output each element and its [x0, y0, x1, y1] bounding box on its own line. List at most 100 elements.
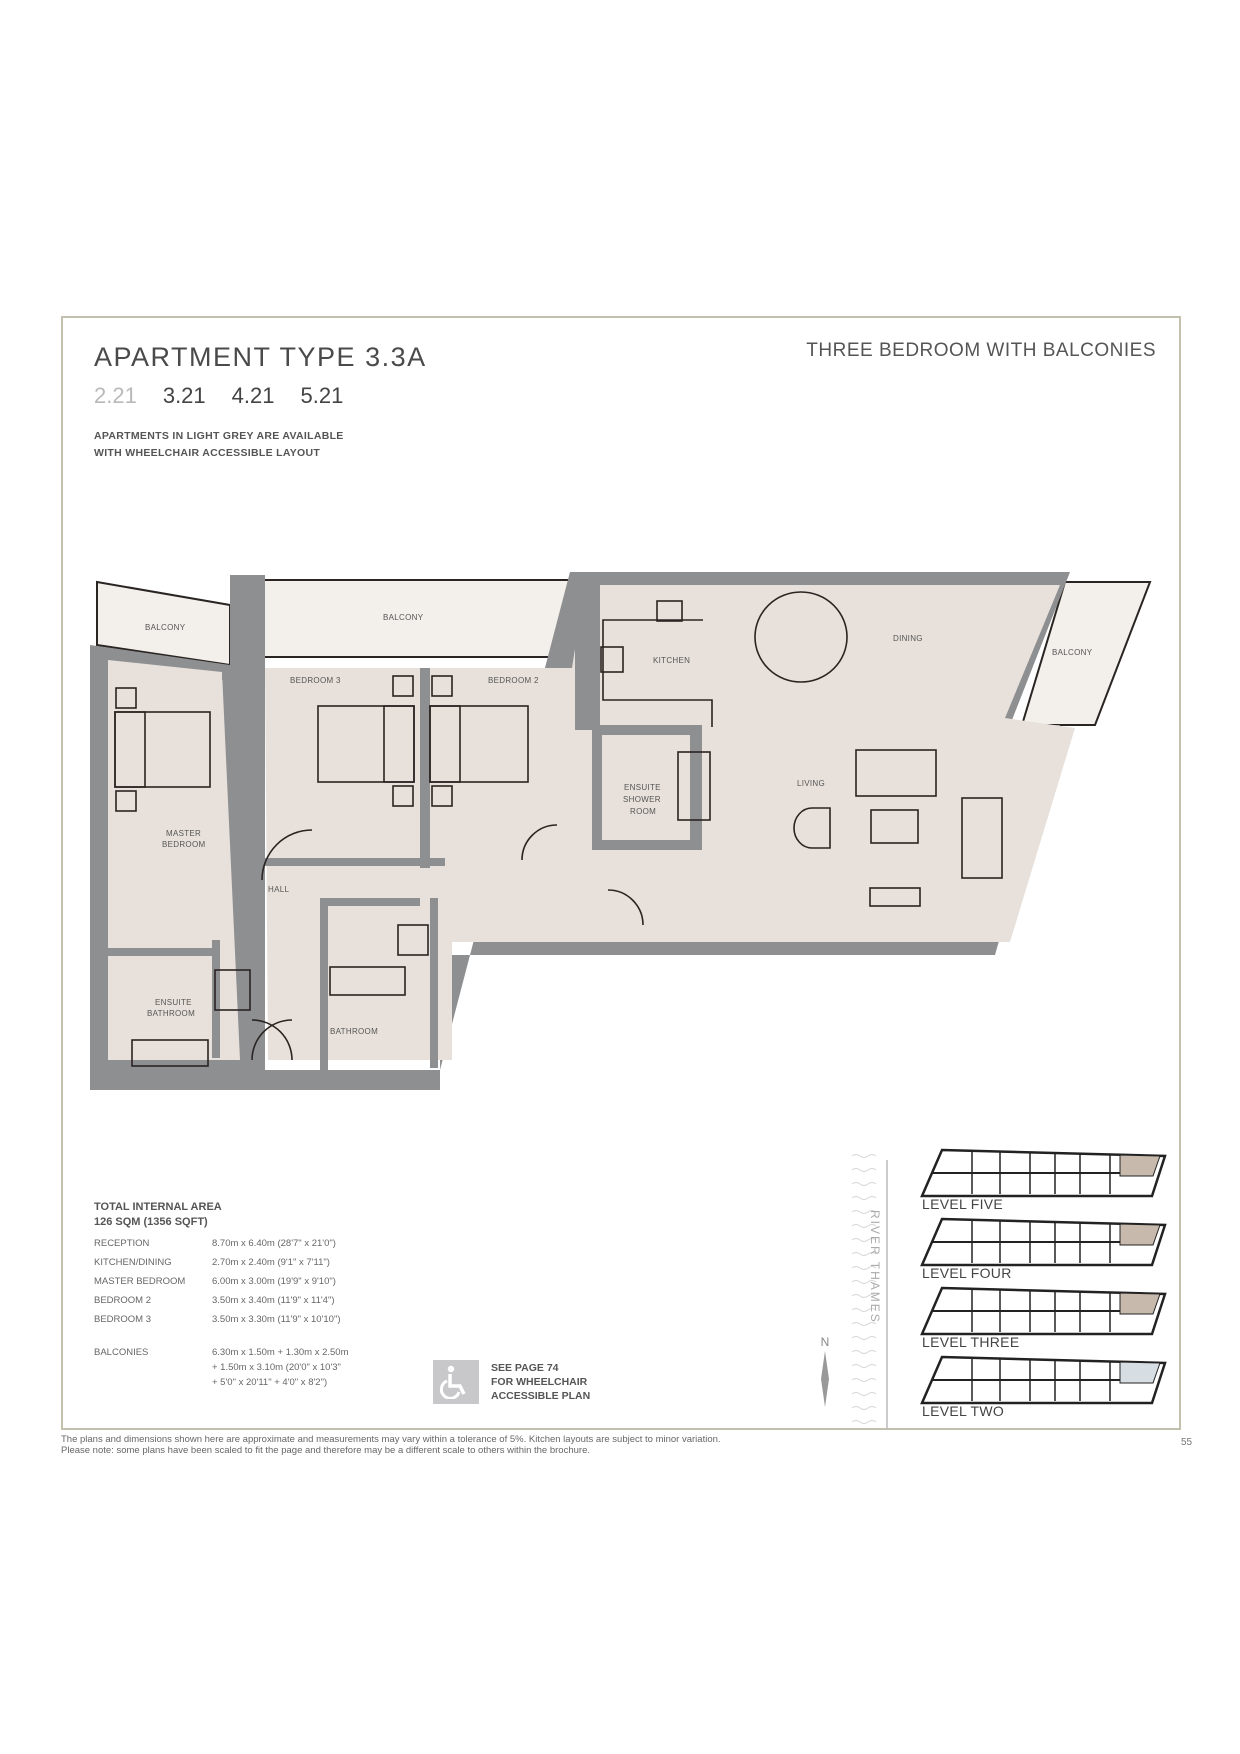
note-line: WITH WHEELCHAIR ACCESSIBLE LAYOUT: [94, 447, 321, 459]
north-arrow-icon: [821, 1351, 829, 1407]
room-labels: BALCONY BALCONY BALCONY BEDROOM 3 BEDROO…: [145, 613, 1092, 1036]
table-row-balconies: BALCONIES 6.30m x 1.50m + 1.30m x 2.50m …: [94, 1329, 349, 1392]
nightstand: [115, 790, 137, 812]
keyplan-level-five: [920, 1148, 1167, 1198]
table-row: KITCHEN/DINING 2.70m x 2.40m (9'1" x 7'11…: [94, 1253, 349, 1272]
room-name: RECEPTION: [94, 1238, 150, 1249]
label-ensuite-bath-2: BATHROOM: [147, 1009, 195, 1018]
disclaimer-line: Please note: some plans have been scaled…: [61, 1445, 590, 1456]
balcony-dims-line: 6.30m x 1.50m + 1.30m x 2.50m: [212, 1347, 349, 1358]
apartment-subtitle: THREE BEDROOM WITH BALCONIES: [806, 340, 1156, 361]
master-pillows: [114, 711, 146, 788]
kitchen-sink: [656, 600, 683, 622]
river-label: RIVER THAMES: [868, 1210, 882, 1324]
balconies: [96, 579, 1152, 726]
wheelchair-plan-link: SEE PAGE 74 FOR WHEELCHAIR ACCESSIBLE PL…: [433, 1360, 590, 1404]
room-name: KITCHEN/DINING: [94, 1257, 172, 1268]
label-balcony-left: BALCONY: [145, 623, 186, 632]
disclaimer-line: The plans and dimensions shown here are …: [61, 1434, 721, 1445]
level-label: LEVEL THREE: [922, 1334, 1020, 1350]
keyplan-level-three: [920, 1286, 1167, 1336]
wheelchair-text: SEE PAGE 74 FOR WHEELCHAIR ACCESSIBLE PL…: [491, 1361, 590, 1403]
label-ensuite-shower-3: ROOM: [630, 807, 656, 816]
label-bedroom-3: BEDROOM 3: [290, 676, 341, 685]
area-heading: TOTAL INTERNAL AREA: [94, 1201, 222, 1213]
sofa: [855, 749, 937, 797]
area-schedule: TOTAL INTERNAL AREA 126 SQM (1356 SQFT) …: [94, 1200, 349, 1392]
nightstand: [431, 675, 453, 697]
balcony-dims-line: + 1.50m x 3.10m (20'0" x 10'3": [212, 1362, 341, 1373]
room-dims: 8.70m x 6.40m (28'7" x 21'0"): [212, 1238, 336, 1249]
label-master-2: BEDROOM: [162, 840, 205, 849]
interior-walls: [108, 585, 702, 1073]
door-arc: [521, 824, 558, 861]
label-master-1: MASTER: [166, 829, 201, 838]
ensuite-bath: [131, 1039, 209, 1067]
floor-plan: BALCONY BALCONY BALCONY BEDROOM 3 BEDROO…: [90, 572, 1152, 1090]
kitchen-hob: [600, 646, 624, 673]
compass-n: N: [820, 1335, 830, 1349]
room-dims: 2.70m x 2.40m (9'1" x 7'11"): [212, 1257, 330, 1268]
unit-3-21: 3.21: [162, 383, 206, 408]
wheelchair-note: APARTMENTS IN LIGHT GREY ARE AVAILABLE W…: [94, 428, 344, 462]
balcony-top-shape: [261, 579, 573, 658]
coffee-table: [870, 809, 919, 844]
label-kitchen: KITCHEN: [653, 656, 690, 665]
bathroom-bath: [329, 966, 406, 996]
disclaimer: The plans and dimensions shown here are …: [61, 1434, 721, 1456]
tv-unit: [869, 887, 921, 907]
label-hall: HALL: [268, 885, 289, 894]
nightstand: [115, 687, 137, 709]
page-frame: [61, 316, 1181, 1430]
balcony-dims: 6.30m x 1.50m + 1.30m x 2.50m + 1.50m x …: [212, 1329, 349, 1392]
furniture: [114, 591, 1003, 1067]
label-living: LIVING: [797, 779, 825, 788]
nightstand: [392, 785, 414, 807]
level-five: LEVEL FIVE: [920, 1148, 1170, 1217]
area-total: 126 SQM (1356 SQFT): [94, 1216, 208, 1228]
unit-5-21: 5.21: [300, 383, 344, 408]
dining-table: [754, 591, 848, 683]
label-ensuite-shower-2: SHOWER: [623, 795, 661, 804]
door-arc: [251, 1019, 293, 1061]
balcony-right-shape: [1020, 581, 1152, 726]
level-three: LEVEL THREE: [920, 1286, 1170, 1355]
level-label: LEVEL FIVE: [922, 1196, 1004, 1212]
unit-numbers: 2.21 3.21 4.21 5.21: [94, 383, 343, 409]
room-dims: 6.00m x 3.00m (19'9" x 9'10"): [212, 1276, 336, 1287]
shower-tray: [677, 751, 711, 821]
label-bathroom: BATHROOM: [330, 1027, 378, 1036]
nightstand: [392, 675, 414, 697]
master-bedroom-floor: [108, 660, 240, 1060]
door-arc: [607, 889, 644, 926]
compass: N: [815, 1335, 835, 1415]
armchair: [793, 807, 831, 849]
room-dimensions-table: RECEPTION 8.70m x 6.40m (28'7" x 21'0") K…: [94, 1234, 349, 1392]
keyplan-level-four: [920, 1217, 1167, 1267]
kitchen-counter: [602, 619, 713, 727]
wheelchair-icon: [433, 1360, 479, 1404]
bed2-pillows: [429, 705, 461, 783]
unit-4-21: 4.21: [231, 383, 275, 408]
bed3-pillows: [383, 705, 415, 783]
nightstand: [431, 785, 453, 807]
balcony-dims-line: + 5'0" x 20'11" + 4'0" x 8'2"): [212, 1377, 328, 1388]
wheelchair-line: SEE PAGE 74: [491, 1362, 559, 1374]
note-line: APARTMENTS IN LIGHT GREY ARE AVAILABLE: [94, 430, 344, 442]
river-waves-icon: [851, 1154, 888, 1430]
label-bedroom-2: BEDROOM 2: [488, 676, 539, 685]
table-row: RECEPTION 8.70m x 6.40m (28'7" x 21'0"): [94, 1234, 349, 1253]
sofa-side: [961, 797, 1003, 879]
room-name: BALCONIES: [94, 1347, 149, 1358]
door-arc: [251, 1019, 293, 1061]
door-arc: [261, 829, 313, 881]
level-label: LEVEL FOUR: [922, 1265, 1012, 1281]
label-balcony-top: BALCONY: [383, 613, 424, 622]
label-ensuite-shower-1: ENSUITE: [624, 783, 661, 792]
room-dims: 3.50m x 3.40m (11'9" x 11'4"): [212, 1295, 335, 1306]
page-number: 55: [1181, 1437, 1193, 1448]
ensuite-shower: [214, 969, 251, 1011]
wheelchair-line: FOR WHEELCHAIR: [491, 1376, 588, 1388]
